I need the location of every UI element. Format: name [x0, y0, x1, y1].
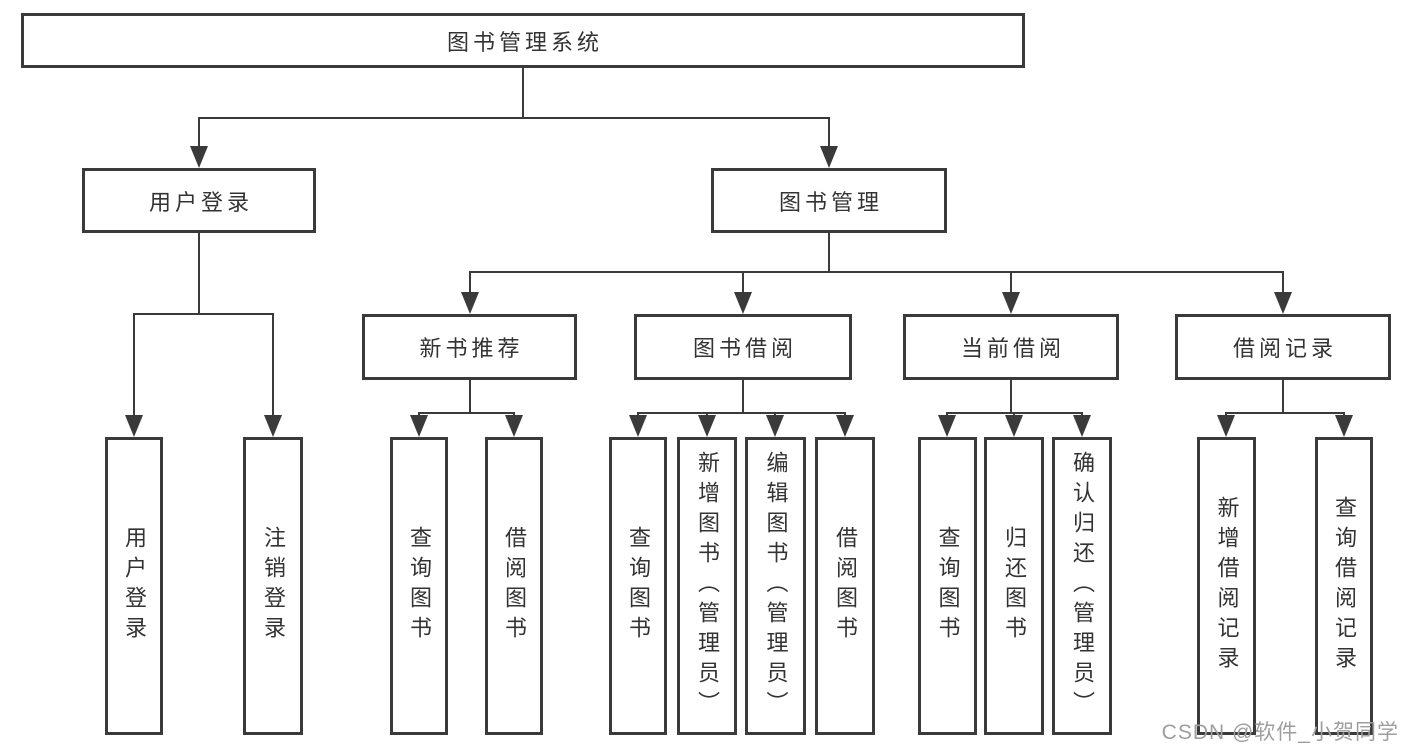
arrowhead-down-icon	[410, 415, 428, 437]
arrowhead-down-icon	[1005, 415, 1023, 437]
arrowhead-down-icon	[125, 415, 143, 437]
arrowhead-down-icon	[766, 415, 784, 437]
leaf-borrow-books: 借阅图书	[815, 437, 875, 735]
arrowhead-down-icon	[836, 415, 854, 437]
connector-line	[133, 314, 135, 417]
arrowhead-down-icon	[264, 415, 282, 437]
arrowhead-down-icon	[1274, 292, 1292, 314]
arrowhead-down-icon	[629, 415, 647, 437]
connector-line	[522, 68, 524, 118]
node-book-management: 图书管理	[711, 168, 947, 233]
arrowhead-down-icon	[505, 415, 523, 437]
connector-line	[1282, 380, 1284, 414]
connector-line	[1282, 272, 1284, 294]
connector-line	[828, 233, 830, 273]
leaf-query-books-recommend: 查询图书	[390, 437, 448, 735]
leaf-logout: 注销登录	[243, 437, 303, 735]
connector-line	[469, 272, 471, 294]
arrowhead-down-icon	[1335, 415, 1353, 437]
arrowhead-down-icon	[1002, 292, 1020, 314]
leaf-borrow-books-recommend: 借阅图书	[485, 437, 543, 735]
connector-line	[198, 233, 200, 315]
leaf-add-book-admin: 新增图书（管理员）	[677, 437, 737, 735]
connector-line	[198, 117, 830, 119]
leaf-query-borrow-record: 查询借阅记录	[1315, 437, 1373, 735]
connector-line	[742, 380, 744, 414]
arrowhead-down-icon	[820, 146, 838, 168]
node-book-borrowing: 图书借阅	[634, 314, 852, 380]
connector-line	[418, 412, 515, 414]
leaf-query-books-current: 查询图书	[918, 437, 977, 735]
connector-line	[637, 412, 846, 414]
connector-line	[1225, 412, 1345, 414]
node-borrowing-records: 借阅记录	[1175, 314, 1391, 380]
node-user-login: 用户登录	[82, 168, 316, 233]
leaf-confirm-return-admin: 确认归还（管理员）	[1052, 437, 1112, 735]
connector-line	[198, 118, 200, 148]
connector-line	[828, 118, 830, 148]
arrowhead-down-icon	[190, 146, 208, 168]
connector-line	[272, 314, 274, 417]
arrowhead-down-icon	[698, 415, 716, 437]
arrowhead-down-icon	[461, 292, 479, 314]
connector-line	[742, 272, 744, 294]
leaf-edit-book-admin: 编辑图书（管理员）	[745, 437, 806, 735]
leaf-query-books-borrowing: 查询图书	[609, 437, 667, 735]
connector-line	[1010, 380, 1012, 414]
node-current-borrowing: 当前借阅	[903, 314, 1119, 380]
node-library-system: 图书管理系统	[21, 13, 1025, 68]
connector-line	[133, 313, 274, 315]
leaf-add-borrow-record: 新增借阅记录	[1197, 437, 1256, 735]
arrowhead-down-icon	[1073, 415, 1091, 437]
csdn-watermark: CSDN @软件_小贺同学	[1161, 721, 1399, 744]
leaf-return-book: 归还图书	[984, 437, 1044, 735]
node-new-book-recommend: 新书推荐	[362, 314, 577, 380]
connector-line	[1010, 272, 1012, 294]
connector-line	[469, 271, 1284, 273]
arrowhead-down-icon	[1217, 415, 1235, 437]
arrowhead-down-icon	[734, 292, 752, 314]
leaf-user-login: 用户登录	[105, 437, 163, 735]
arrowhead-down-icon	[938, 415, 956, 437]
connector-line	[469, 380, 471, 414]
